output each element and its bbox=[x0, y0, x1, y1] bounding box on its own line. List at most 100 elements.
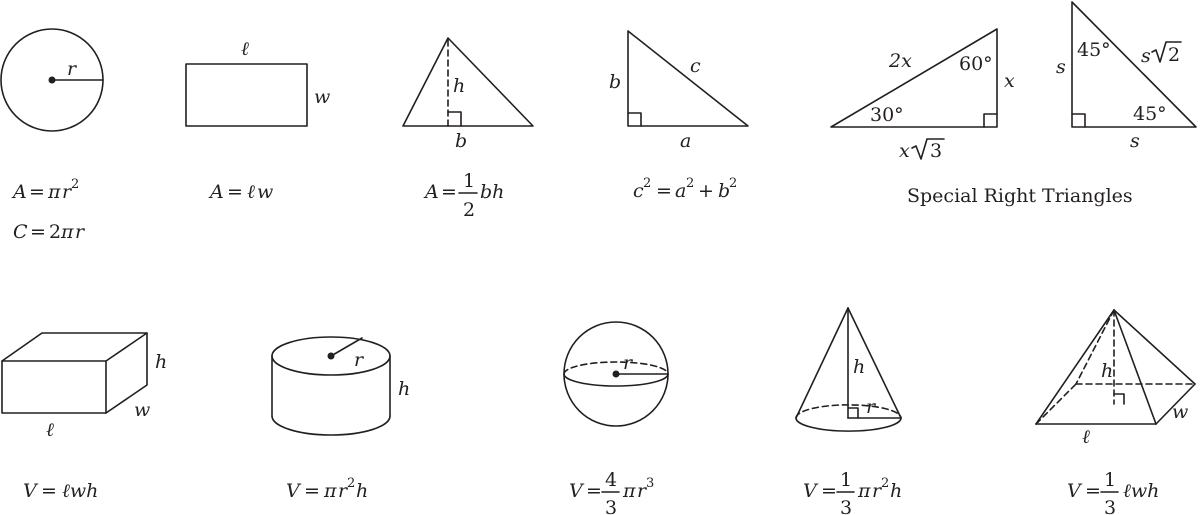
pythag-c-exp: 2 bbox=[643, 176, 651, 191]
cylinder-height-label: h bbox=[398, 378, 410, 400]
cyl-vol-exp: 2 bbox=[347, 476, 355, 491]
rect-area-w: w bbox=[257, 181, 273, 203]
triangle-45-45-90-outline bbox=[1071, 1, 1197, 128]
circle-area-eq: = bbox=[29, 181, 45, 203]
right-triangle-figure: b c a bbox=[609, 30, 749, 152]
cone-radius-label: r bbox=[866, 396, 877, 418]
rectangle-outline bbox=[185, 63, 308, 127]
special-right-triangles-caption: Special Right Triangles bbox=[907, 185, 1133, 207]
triangle-base-label: b bbox=[455, 130, 467, 152]
cone-vol-exp: 2 bbox=[881, 476, 889, 491]
sph-vol-num: 4 bbox=[605, 469, 617, 491]
cone-vol-num: 1 bbox=[840, 469, 852, 491]
triangle-45-45-90-figure: 45° s 2 s 45° s bbox=[1056, 1, 1197, 152]
pyramid-edge-left bbox=[1035, 309, 1115, 425]
triangle-outline bbox=[402, 37, 534, 127]
cone-right-angle-mark bbox=[847, 407, 859, 419]
box-height-label: h bbox=[155, 351, 167, 373]
right-triangle-leg-a-label: a bbox=[680, 130, 691, 152]
rectangle-figure: ℓ w bbox=[185, 38, 330, 127]
sphere-volume-formula: V = 4 3 π r 3 bbox=[569, 469, 654, 515]
cone-volume-formula: V = 1 3 π r 2 h bbox=[803, 469, 902, 515]
sph-vol-exp: 3 bbox=[646, 476, 654, 491]
circle-area-exponent: 2 bbox=[71, 177, 79, 192]
sphere-equator-front bbox=[563, 373, 669, 387]
triangle-45-45-90-leg-left-label: s bbox=[1056, 56, 1066, 78]
triangle-30-60-90-outline bbox=[830, 28, 998, 128]
box-length-label: ℓ bbox=[46, 419, 54, 441]
rect-area-l: ℓ bbox=[247, 181, 255, 203]
cone-height-label: h bbox=[853, 356, 865, 378]
box-width-label: w bbox=[134, 399, 150, 421]
cylinder-volume-formula: V = π r 2 h bbox=[286, 476, 368, 502]
rect-area-eq: = bbox=[227, 181, 243, 203]
pyr-vol-eq: = bbox=[1085, 480, 1101, 502]
circle-circ-pi: π bbox=[60, 221, 74, 243]
triangle-height-label: h bbox=[453, 75, 465, 97]
rect-area-lhs: A bbox=[208, 181, 224, 203]
triangle-30-60-90-angle-60: 60° bbox=[959, 53, 993, 75]
cyl-vol-r: r bbox=[338, 480, 349, 502]
triangle-30-60-90-angle-30: 30° bbox=[870, 104, 904, 126]
right-triangle-leg-b-label: b bbox=[609, 71, 621, 93]
triangle-45-45-90-right-angle-mark bbox=[1071, 113, 1086, 128]
cylinder-figure: r h bbox=[271, 336, 410, 436]
circle-area-pi: π bbox=[47, 181, 61, 203]
pyr-vol-lwh: ℓwh bbox=[1123, 480, 1159, 502]
triangle-30-60-90-right-angle-mark bbox=[983, 113, 998, 128]
right-triangle-right-angle-mark bbox=[627, 112, 642, 127]
cone-vol-den: 3 bbox=[840, 497, 852, 515]
triangle-45-45-90-hyp-s: s bbox=[1141, 45, 1151, 67]
circle-area-lhs: A bbox=[11, 181, 27, 203]
box-side-face bbox=[105, 332, 148, 414]
cyl-vol-pi: π bbox=[323, 480, 337, 502]
cylinder-bottom-arc bbox=[271, 415, 391, 436]
circle-circ-lhs: C bbox=[13, 221, 28, 243]
pythag-c: c bbox=[633, 180, 644, 202]
pyramid-edge-right bbox=[1113, 309, 1196, 385]
pythag-b: b bbox=[718, 180, 730, 202]
circle-area-formula: A = π r 2 bbox=[11, 177, 79, 203]
pythag-a-exp: 2 bbox=[686, 176, 694, 191]
cylinder-radius-label: r bbox=[354, 349, 365, 371]
triangle-figure: h b bbox=[402, 37, 534, 152]
tri-area-lhs: A bbox=[423, 181, 439, 203]
triangle-45-45-90-angle-top: 45° bbox=[1077, 39, 1111, 61]
circle-circ-r: r bbox=[75, 221, 86, 243]
sph-vol-den: 3 bbox=[605, 497, 617, 515]
triangle-45-45-90-leg-bottom-label: s bbox=[1130, 130, 1140, 152]
cone-vol-pi: π bbox=[857, 480, 871, 502]
pyramid-height-label: h bbox=[1101, 360, 1113, 382]
cone-vol-h: h bbox=[890, 480, 902, 502]
pyr-vol-num: 1 bbox=[1104, 469, 1116, 491]
pyramid-base-right bbox=[1155, 383, 1196, 425]
box-front-face bbox=[1, 360, 107, 414]
sphere-figure: r bbox=[563, 321, 669, 427]
triangle-30-60-90-long-leg-root: 3 bbox=[930, 140, 942, 162]
cone-left-side bbox=[795, 307, 849, 419]
pyramid-length-label: ℓ bbox=[1082, 426, 1090, 448]
circle-figure: r bbox=[0, 28, 104, 132]
cone-base-front bbox=[795, 417, 902, 432]
circle-circumference-formula: C = 2 π r bbox=[13, 221, 86, 243]
rectangle-width-label: w bbox=[314, 86, 330, 108]
triangle-area-formula: A = 1 2 bh bbox=[423, 170, 504, 221]
pythag-plus: + bbox=[698, 180, 714, 202]
cyl-vol-h: h bbox=[356, 480, 368, 502]
right-triangle-hyp-label: c bbox=[690, 55, 701, 77]
right-triangle-outline bbox=[627, 30, 749, 127]
circle-radius-label: r bbox=[67, 58, 78, 80]
tri-area-den: 2 bbox=[463, 199, 475, 221]
pyramid-figure: h w ℓ bbox=[1035, 309, 1196, 448]
triangle-45-45-90-angle-bottom: 45° bbox=[1133, 103, 1167, 125]
sph-vol-eq: = bbox=[586, 480, 602, 502]
box-vol-lhs: V bbox=[23, 480, 39, 502]
cyl-vol-lhs: V bbox=[286, 480, 302, 502]
cone-vol-eq: = bbox=[821, 480, 837, 502]
cone-figure: h r bbox=[795, 307, 902, 432]
box-volume-formula: V = ℓwh bbox=[23, 480, 98, 502]
box-top-face bbox=[1, 332, 148, 362]
pythagorean-formula: c 2 = a 2 + b 2 bbox=[633, 176, 737, 202]
triangle-30-60-90-long-leg-x: x bbox=[899, 140, 910, 162]
